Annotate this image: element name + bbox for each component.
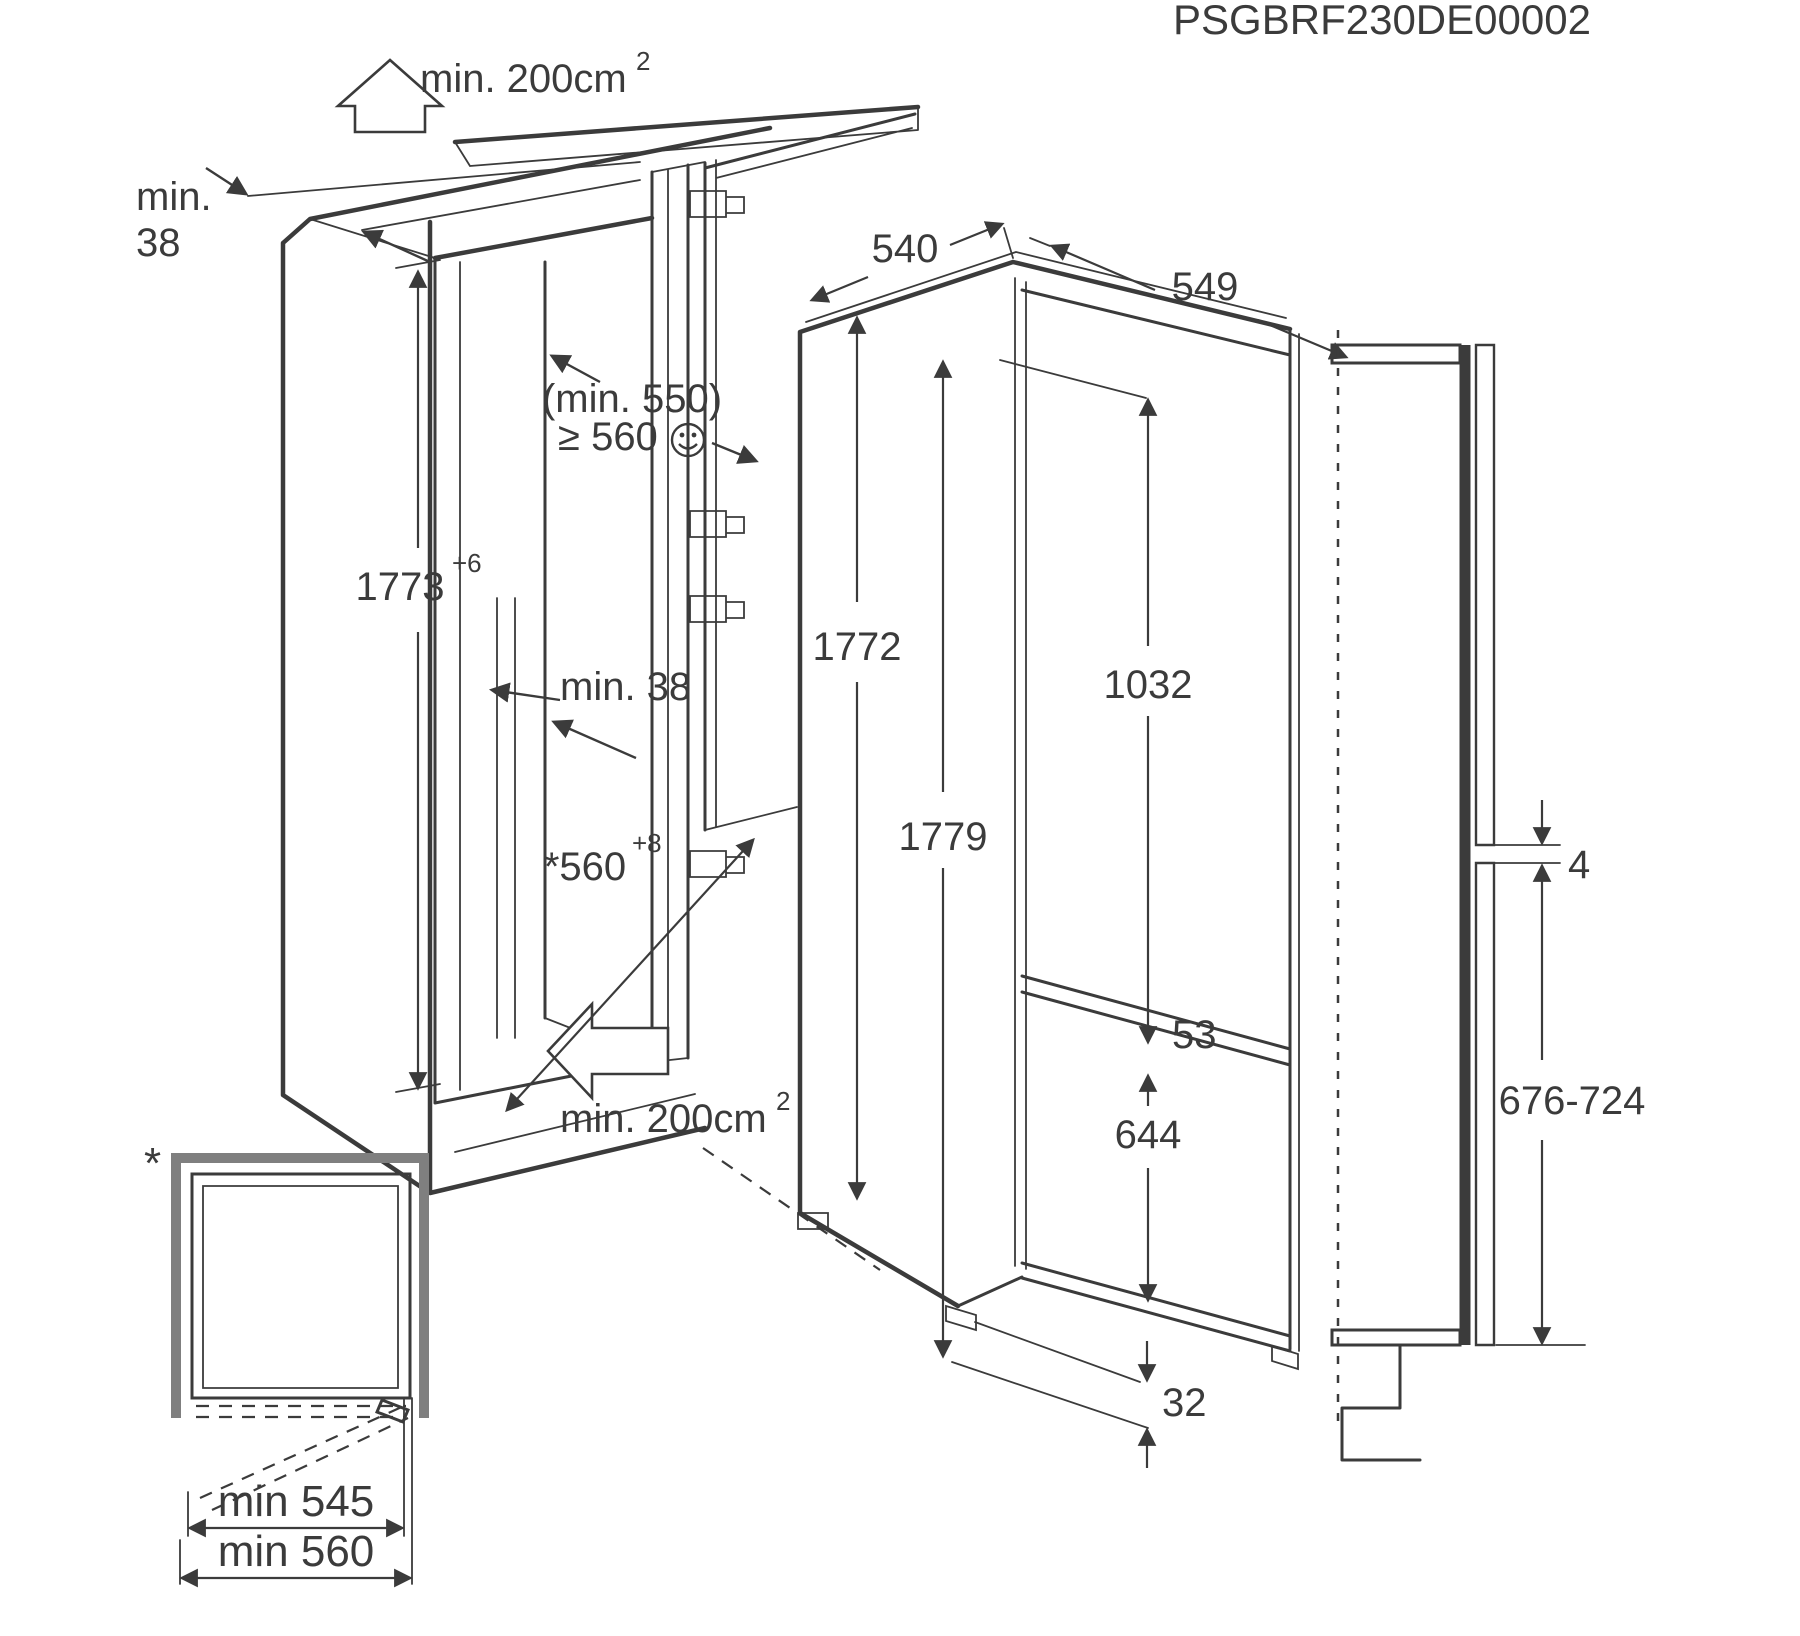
niche-top-vent-label: min. 200cm	[420, 57, 627, 101]
niche-top-gap-line1: min.	[136, 175, 212, 219]
appliance-depth-value: 549	[1172, 265, 1239, 309]
niche-cabinet-drawing: min. 200cm 2 min. 38 1773 +6 (min. 550) …	[136, 46, 921, 1271]
furniture-panels	[1474, 343, 1496, 1347]
bottom-vent-arrow-icon	[546, 1000, 670, 1102]
side-gap-arrow-2	[551, 719, 637, 760]
plan-door-swing-dashed	[196, 1404, 409, 1511]
niche-width-tolerance: +8	[632, 828, 662, 858]
top-gap-arrow-1	[205, 166, 249, 196]
niche-bottom-vent-sup: 2	[776, 1086, 790, 1116]
dim-appliance-width	[812, 224, 1002, 300]
niche-top-gap-line2: 38	[136, 221, 181, 265]
side-view-cabinet	[1330, 343, 1462, 1462]
top-vent-arrow-icon	[334, 58, 446, 134]
depth-arrow-upper	[549, 354, 601, 384]
appliance-outline	[797, 259, 1293, 1309]
niche-depth-required: ≥ 560	[558, 415, 658, 459]
lower-door-height-value: 644	[1115, 1113, 1182, 1157]
appliance-details	[805, 227, 1300, 1429]
door-gap-value: 53	[1172, 1013, 1217, 1057]
plan-overall-depth-value: min 560	[218, 1527, 375, 1576]
appliance-height-value: 1772	[813, 625, 902, 669]
plan-asterisk-marker: *	[144, 1139, 161, 1188]
plan-view-inset: * min 545 min 560	[144, 1139, 429, 1588]
panel-gap-value: 4	[1568, 843, 1590, 887]
appliance-width-value: 540	[872, 227, 939, 271]
niche-bottom-vent-label: min. 200cm	[560, 1097, 767, 1141]
plan-extension-lines	[179, 1397, 413, 1585]
appliance-drawing: 540 549 1772 1779 1032 53 644 32	[798, 224, 1346, 1468]
niche-height-tolerance: +6	[452, 548, 482, 578]
top-gap-arrow-2	[361, 229, 431, 264]
plan-inner-frame	[190, 1172, 412, 1400]
niche-width-value: *560	[544, 845, 626, 889]
upper-door-height-value: 1032	[1104, 663, 1193, 707]
product-code: PSGBRF230DE00002	[1173, 0, 1591, 43]
bottom-clearance-value: 32	[1162, 1381, 1207, 1425]
niche-side-gap-label: min. 38	[560, 665, 691, 709]
plan-appliance-body	[202, 1185, 399, 1389]
plan-outer-frame	[171, 1153, 429, 1418]
niche-top-vent-sup: 2	[636, 46, 650, 76]
plan-clear-depth-value: min 545	[218, 1477, 375, 1526]
smiley-icon	[670, 422, 706, 458]
hinge-icons	[689, 190, 745, 878]
plan-door-panel	[375, 1398, 410, 1424]
dim-niche-width	[505, 837, 755, 1113]
niche-height-value: 1773	[356, 565, 445, 609]
side-gap-arrow-1	[488, 682, 561, 703]
side-view-drawing: 4 676-724	[1330, 330, 1646, 1462]
depth-arrow-lower	[711, 441, 759, 464]
appliance-overall-height-value: 1779	[899, 815, 988, 859]
niche-structure-medium	[433, 112, 917, 1105]
lower-panel-height-value: 676-724	[1499, 1079, 1646, 1123]
appliance-feet	[797, 1212, 1299, 1371]
floor-dashed-line	[702, 1147, 881, 1271]
niche-depth-hint: (min. 550)	[542, 377, 722, 421]
appliance-doors	[956, 288, 1292, 1353]
